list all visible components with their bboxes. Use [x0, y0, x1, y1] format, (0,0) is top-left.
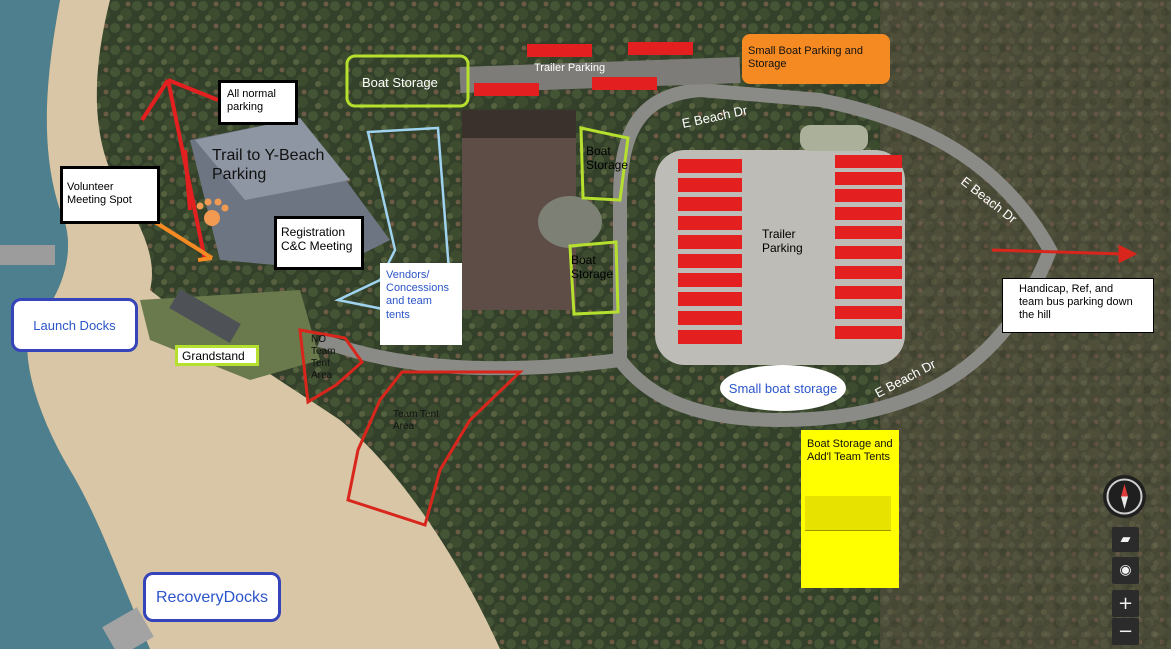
parking-rows-right	[835, 155, 902, 339]
registration-label: Registration C&C Meeting	[274, 216, 364, 270]
compass-icon	[1106, 478, 1143, 515]
building-main-roof-top	[462, 110, 576, 138]
recovery-dock-structure	[102, 607, 154, 649]
parking-bar	[628, 42, 693, 55]
grandstand-structure	[169, 288, 241, 344]
road-loop	[317, 82, 1058, 428]
compass-control[interactable]	[1103, 475, 1146, 518]
grandstand-label: Grandstand	[175, 345, 259, 366]
parking-island	[800, 125, 868, 151]
team-tent-area-outline	[346, 370, 524, 527]
right-arrow-icon	[991, 244, 1138, 264]
launch-docks-label[interactable]: Launch Docks	[11, 298, 138, 352]
boat-storage-mid1-label: Boat Storage	[586, 144, 629, 173]
sticky-note: Boat Storage and Add'l Team Tents	[801, 430, 899, 588]
vendor-area-outline	[334, 126, 454, 314]
locate-icon: ◉	[1119, 562, 1132, 578]
recovery-docks-label[interactable]: RecoveryDocks	[143, 572, 281, 622]
locate-button[interactable]: ◉	[1112, 557, 1139, 584]
small-boat-parking-label: Small Boat Parking and Storage	[742, 34, 890, 84]
building-boathouse-roof	[195, 118, 350, 200]
parking-rows-left	[678, 159, 742, 344]
boat-storage-mid2-label: Boat Storage	[571, 253, 614, 282]
zoom-in-button[interactable]: +	[1112, 590, 1139, 617]
small-boat-storage-ellipse	[720, 365, 846, 411]
small-boat-storage-label: Small boat storage	[729, 381, 837, 396]
boat-storage-outline-mid2	[568, 240, 620, 316]
parking-bar	[527, 44, 592, 57]
volunteer-meeting-label: Volunteer Meeting Spot	[60, 166, 160, 224]
lake-water	[0, 0, 150, 649]
trailer-parking-top-label: Trailer Parking	[534, 62, 606, 74]
team-tent-label: Team Tent Area	[393, 409, 439, 432]
vendors-label: Vendors/ Concessions and team tents	[380, 263, 462, 345]
boat-storage-outline-mid1	[579, 126, 630, 202]
handicap-parking-label: Handicap, Ref, and team bus parking down…	[1002, 278, 1154, 333]
tilt-icon: ▰	[1120, 532, 1131, 547]
road-top	[459, 57, 741, 93]
boat-storage-outline-top	[345, 54, 470, 108]
sticky-note-field	[805, 496, 891, 531]
paw-icon	[196, 198, 229, 226]
sand-beach	[27, 0, 500, 649]
orange-arrow-icon	[153, 220, 214, 262]
no-tent-area-outline	[298, 328, 365, 405]
boat-storage-top-label: Boat Storage	[362, 75, 438, 90]
tilt-button[interactable]: ▰	[1112, 527, 1139, 552]
plus-icon: +	[1117, 593, 1134, 614]
launch-dock-structure	[0, 245, 55, 265]
trailer-parking-center-label: Trailer Parking	[762, 227, 803, 256]
parking-bar	[474, 83, 539, 96]
parking-bar	[592, 77, 657, 90]
trail-to-beach-label: Trail to Y-Beach Parking	[212, 147, 325, 184]
minus-icon: −	[1117, 621, 1134, 642]
red-arrow-icon	[140, 78, 219, 261]
no-team-tent-label: NO Team Tent Area	[311, 334, 336, 381]
zoom-out-button[interactable]: −	[1112, 618, 1139, 645]
dome	[538, 196, 602, 248]
all-normal-parking-label: All normal parking	[218, 80, 298, 125]
